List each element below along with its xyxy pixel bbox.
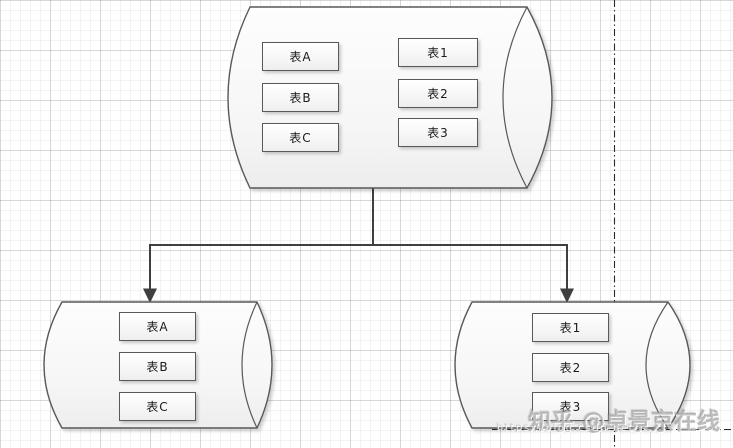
table-node-source-2: 表2 bbox=[398, 79, 478, 108]
table-node-source-C: 表C bbox=[262, 123, 339, 152]
table-node-source-3: 表3 bbox=[398, 118, 478, 147]
arrowhead-down-right-icon bbox=[560, 288, 574, 303]
table-node-source-B: 表B bbox=[262, 83, 339, 112]
table-node-left-A: 表A bbox=[119, 312, 196, 341]
arrowhead-down-left-icon bbox=[143, 288, 157, 303]
table-node-left-B: 表B bbox=[119, 352, 196, 381]
table-node-right-1: 表1 bbox=[532, 313, 609, 342]
table-node-source-A: 表A bbox=[262, 42, 339, 71]
table-node-right-3: 表3 bbox=[532, 392, 609, 421]
table-node-right-2: 表2 bbox=[532, 353, 609, 382]
connector-lines bbox=[149, 188, 568, 290]
table-node-source-1: 表1 bbox=[398, 38, 478, 67]
table-node-left-C: 表C bbox=[119, 392, 196, 421]
